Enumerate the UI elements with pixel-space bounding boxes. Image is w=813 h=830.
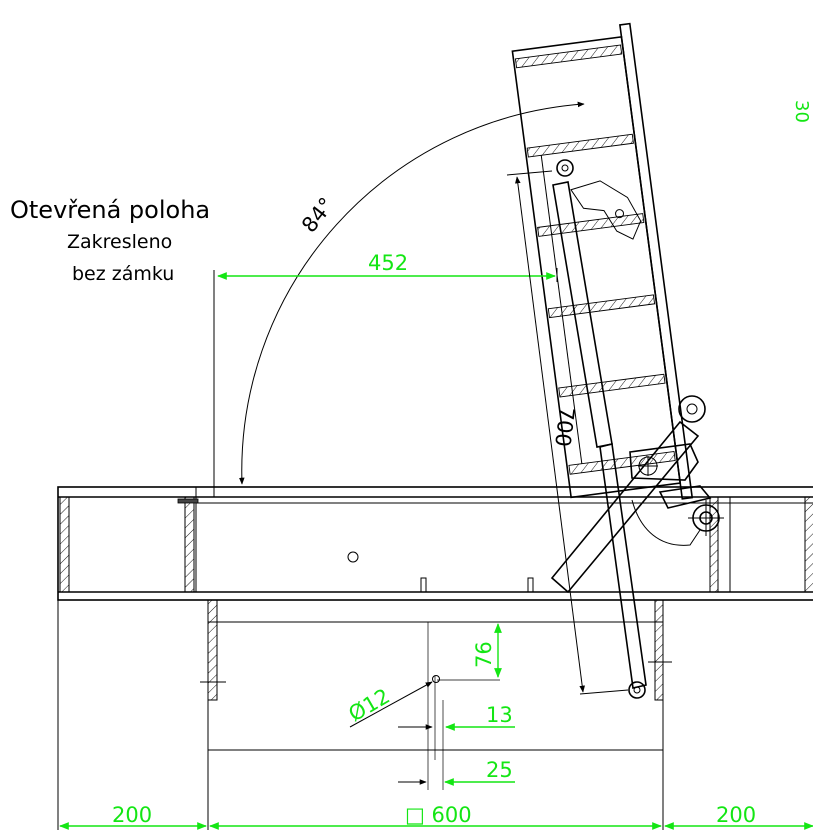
hinge-mechanism [550,395,724,594]
dim-700-label: 700 [550,405,579,448]
frame-section [57,270,813,830]
dim-200-right-label: 200 [716,803,756,827]
angle-arc [238,101,585,485]
dim-452-label: 452 [368,251,408,275]
note-line3: bez zámku [72,263,174,285]
angle-label: 84° [297,193,339,237]
note-title: Otevřená poloha [10,196,210,224]
dim-30-label: 30 [791,100,812,123]
dim-700-line [515,176,585,693]
dim-12-label: Ø12 [345,684,394,726]
dim-200-left-label: 200 [112,803,152,827]
dim-25-label: 25 [486,758,513,782]
note-line2: Zakresleno [67,231,172,253]
dim-13-label: 13 [486,703,513,727]
dim-12-leader [349,681,433,728]
dim-76-label: 76 [472,641,496,668]
dim-600-label: □ 600 [405,803,472,827]
